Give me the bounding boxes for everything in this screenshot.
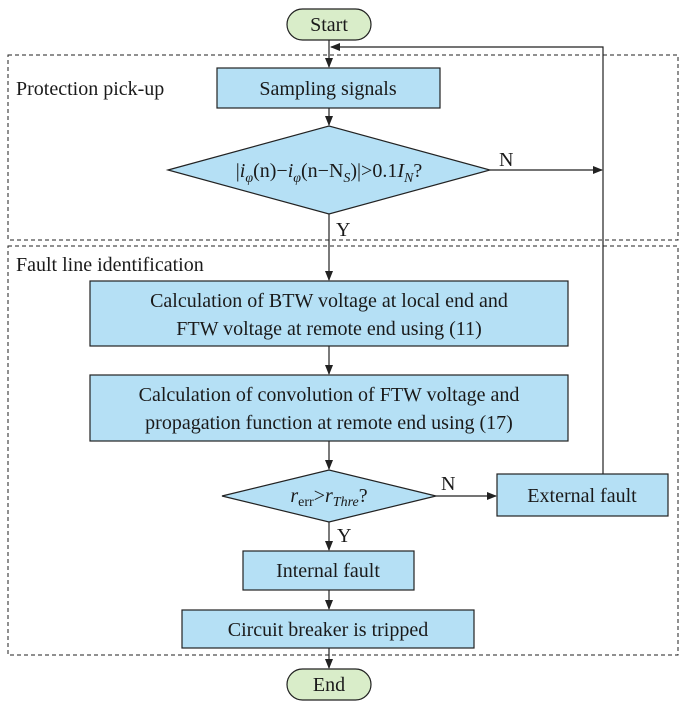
yes-label-2: Y	[337, 525, 351, 547]
calc-voltage-box: Calculation of BTW voltage at local end …	[89, 280, 569, 347]
no-label-2: N	[441, 473, 455, 495]
start-terminal: Start	[286, 8, 372, 41]
region-label-identification: Fault line identification	[16, 254, 204, 276]
external-fault-box: External fault	[496, 473, 669, 517]
end-terminal: End	[286, 668, 372, 701]
calc-voltage-line1: Calculation of BTW voltage at local end …	[150, 290, 508, 312]
decision-pickup-label: |iφ(n)−iφ(n−NS)|>0.1IN?	[236, 160, 423, 186]
decision-threshold: rerr>rThre?	[221, 469, 437, 523]
calc-convolution-line1: Calculation of convolution of FTW voltag…	[139, 384, 520, 406]
start-label: Start	[310, 14, 348, 36]
no-label-1: N	[499, 149, 513, 171]
sampling-box: Sampling signals	[216, 67, 441, 109]
sampling-label: Sampling signals	[259, 78, 396, 100]
breaker-label: Circuit breaker is tripped	[228, 619, 429, 641]
connectors	[325, 40, 604, 669]
end-label: End	[313, 674, 345, 696]
internal-fault-label: Internal fault	[276, 560, 380, 582]
breaker-box: Circuit breaker is tripped	[181, 609, 475, 649]
internal-fault-box: Internal fault	[242, 550, 415, 591]
region-protection-pickup	[7, 54, 679, 241]
decision-threshold-label: rerr>rThre?	[290, 485, 367, 510]
calc-convolution-box: Calculation of convolution of FTW voltag…	[89, 374, 569, 442]
external-fault-label: External fault	[527, 485, 637, 507]
calc-convolution-line2: propagation function at remote end using…	[145, 412, 513, 434]
calc-voltage-line2: FTW voltage at remote end using (11)	[176, 318, 481, 340]
yes-label-1: Y	[336, 219, 350, 241]
region-fault-identification	[7, 245, 679, 656]
region-label-pickup: Protection pick-up	[16, 78, 164, 100]
decision-pickup: |iφ(n)−iφ(n−NS)|>0.1IN?	[165, 125, 493, 215]
